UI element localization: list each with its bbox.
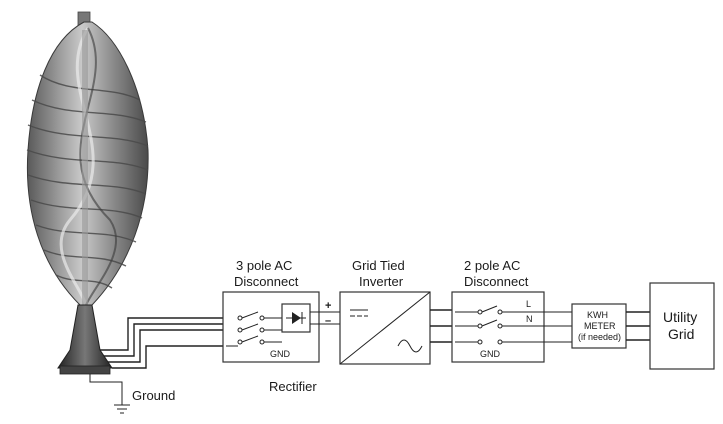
inverter-output-wires (430, 309, 452, 343)
ac-disconnect-2pole-title-line2: Disconnect (464, 274, 529, 289)
inverter-title-line1: Grid Tied (352, 258, 405, 273)
turbine-output-wires (100, 317, 238, 369)
utility-grid-box (649, 282, 715, 370)
ac-disconnect-2pole-title-line1: 2 pole AC (464, 258, 520, 273)
inverter-title-line2: Inverter (359, 274, 404, 289)
ground-symbol (89, 374, 130, 414)
ac-disconnect-3pole-box (222, 291, 340, 363)
kwh-meter-line2: METER (584, 321, 616, 331)
ac-disconnect-2pole-gnd: GND (480, 349, 501, 359)
helical-wind-turbine (26, 11, 149, 375)
line-n-label: N (526, 314, 533, 324)
ac-disconnect-2pole-box (451, 291, 572, 363)
dc-minus-sign: – (325, 315, 331, 327)
kwh-meter-box (571, 303, 650, 349)
kwh-meter-line3: (if needed) (578, 332, 621, 342)
ac-disconnect-3pole-title-line2: Disconnect (234, 274, 299, 289)
ground-label: Ground (132, 388, 175, 403)
ac-disconnect-3pole-gnd: GND (270, 349, 291, 359)
line-l-label: L (526, 299, 531, 309)
kwh-meter-line1: KWH (587, 310, 608, 320)
dc-plus-sign: + (325, 300, 331, 312)
utility-grid-line2: Grid (668, 326, 694, 342)
rectifier-label: Rectifier (269, 379, 317, 394)
inverter-box (339, 291, 431, 365)
ac-disconnect-3pole-title-line1: 3 pole AC (236, 258, 292, 273)
utility-grid-line1: Utility (663, 309, 697, 325)
